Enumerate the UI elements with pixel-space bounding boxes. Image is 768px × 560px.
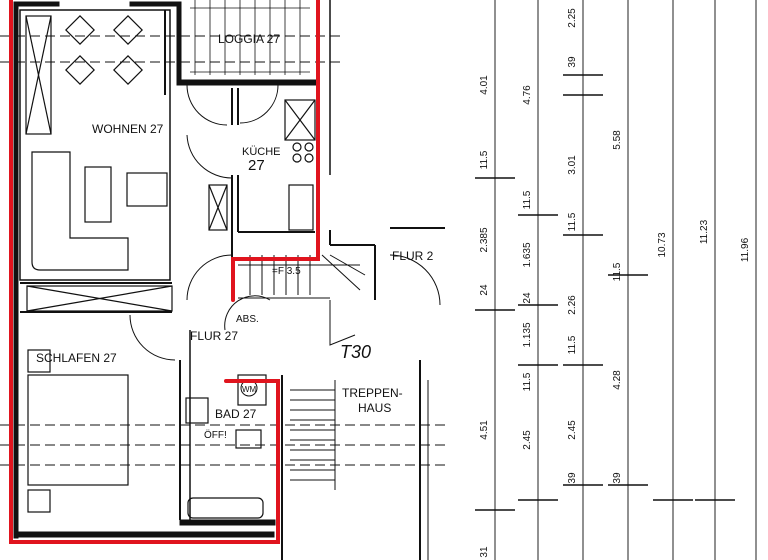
dimension-label: 11.5 [567, 335, 578, 354]
dimension-label: 4.28 [612, 370, 623, 390]
dimension-label: 11.5 [479, 150, 490, 169]
room-label-kueche: KÜCHE [242, 146, 281, 158]
dimension-label: 11.96 [740, 237, 751, 262]
room-label-wohnen: WOHNEN 27 [92, 122, 164, 136]
apartment-outline [9, 0, 320, 544]
room-label-flur: FLUR 27 [190, 329, 238, 343]
dimension-label: 39 [567, 472, 578, 484]
dimension-label: 3.01 [567, 155, 578, 175]
dimension-label: 2.45 [522, 430, 533, 450]
dimension-label: 24 [522, 292, 533, 304]
dimension-label: 2.45 [567, 420, 578, 440]
room-label-loggia: LOGGIA 27 [218, 32, 280, 46]
dimension-label: 11.5 [612, 262, 623, 281]
dimension-label: 11.23 [699, 219, 710, 244]
wm-label: WM [242, 385, 257, 394]
dimension-label: 10.73 [657, 232, 668, 257]
dimension-label: 2.26 [567, 295, 578, 315]
room-label-oeffi: ÖFF! [204, 429, 227, 441]
dimension-label: 11.5 [522, 190, 533, 209]
abs-label: ABS. [236, 314, 259, 325]
dimension-label: 4.01 [479, 75, 490, 95]
room-label-kueche-number: 27 [248, 157, 265, 174]
dimension-label: 11.5 [567, 212, 578, 231]
dimension-label: 11.5 [522, 372, 533, 391]
dimension-chains: 4.01 11.5 2.385 24 4.51 31 4.76 11.5 1.635 24 1.13… [475, 0, 757, 560]
dashed-guides [0, 35, 445, 466]
room-label-schlafen: SCHLAFEN 27 [36, 351, 117, 365]
dimension-label: 24 [479, 284, 490, 296]
door-swings [129, 84, 441, 361]
door-rating-label: T30 [340, 342, 371, 362]
stairs [238, 254, 366, 490]
dimension-label: 1.635 [522, 242, 533, 267]
dimension-label: 4.51 [479, 420, 490, 440]
room-label-treppenhaus-1: TREPPEN- [342, 386, 403, 400]
furniture [25, 15, 316, 519]
dimension-label: 1.135 [522, 322, 533, 347]
walls [13, 0, 445, 560]
room-labels: LOGGIA 27 WOHNEN 27 KÜCHE 27 FLUR 27 SCH… [36, 32, 434, 441]
dimension-label: 5.58 [612, 130, 623, 150]
room-label-treppenhaus-2: HAUS [358, 401, 391, 415]
stair-note: =F 3.5 [272, 266, 301, 277]
dimension-label: 39 [567, 56, 578, 68]
dimension-label: 2.25 [567, 8, 578, 28]
room-label-flur-neighbor: FLUR 2 [392, 249, 434, 263]
dimension-label: 39 [612, 472, 623, 484]
dimension-label: 2.385 [479, 227, 490, 252]
dimension-label: 31 [479, 546, 490, 558]
dimension-label: 4.76 [522, 85, 533, 105]
room-label-bad: BAD 27 [215, 407, 257, 421]
